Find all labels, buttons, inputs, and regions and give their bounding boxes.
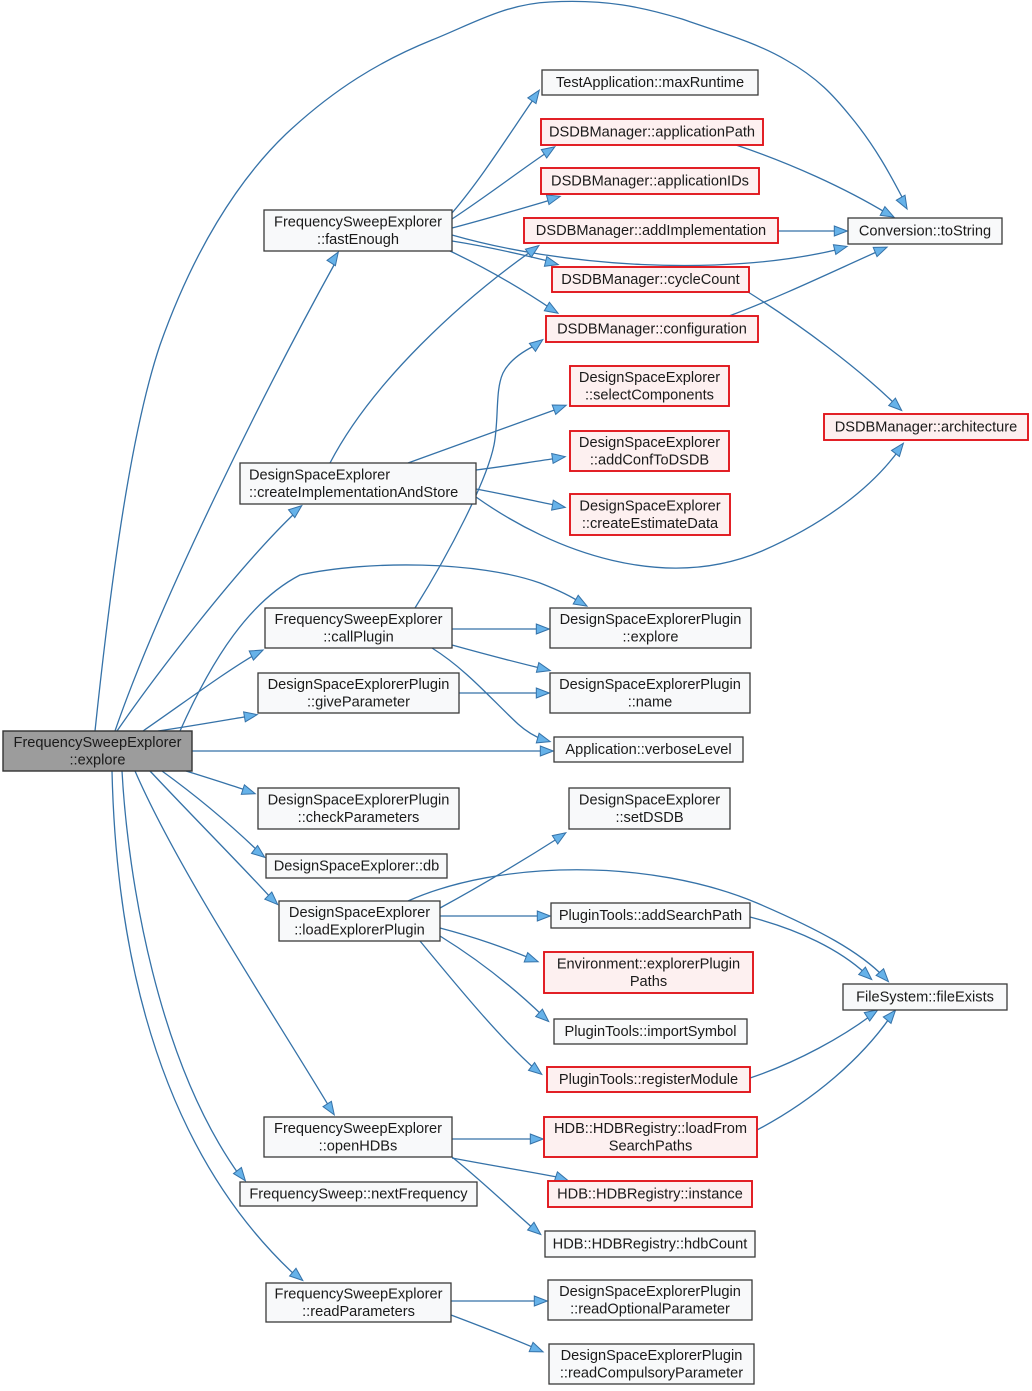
svg-text:DesignSpaceExplorer: DesignSpaceExplorer bbox=[579, 370, 720, 386]
svg-text:FrequencySweepExplorer: FrequencySweepExplorer bbox=[275, 612, 443, 628]
svg-text:DSDBManager::applicationIDs: DSDBManager::applicationIDs bbox=[551, 174, 749, 190]
svg-text:::addConfToDSDB: ::addConfToDSDB bbox=[590, 452, 709, 468]
svg-text:DesignSpaceExplorer: DesignSpaceExplorer bbox=[579, 435, 720, 451]
svg-text:PluginTools::addSearchPath: PluginTools::addSearchPath bbox=[559, 908, 742, 924]
svg-text:DSDBManager::cycleCount: DSDBManager::cycleCount bbox=[561, 272, 739, 288]
svg-text:FrequencySweepExplorer: FrequencySweepExplorer bbox=[14, 735, 182, 751]
svg-text:::selectComponents: ::selectComponents bbox=[585, 387, 714, 403]
svg-text:::explore: ::explore bbox=[623, 629, 679, 645]
svg-text:DesignSpaceExplorerPlugin: DesignSpaceExplorerPlugin bbox=[561, 1348, 743, 1364]
svg-text:DesignSpaceExplorer: DesignSpaceExplorer bbox=[289, 905, 430, 921]
svg-text:DSDBManager::applicationPath: DSDBManager::applicationPath bbox=[549, 125, 755, 141]
svg-text:DesignSpaceExplorerPlugin: DesignSpaceExplorerPlugin bbox=[559, 1284, 741, 1300]
svg-text:DesignSpaceExplorerPlugin: DesignSpaceExplorerPlugin bbox=[268, 793, 450, 809]
svg-text:DSDBManager::configuration: DSDBManager::configuration bbox=[557, 322, 747, 338]
svg-text:DSDBManager::addImplementation: DSDBManager::addImplementation bbox=[536, 223, 766, 239]
svg-text:::explore: ::explore bbox=[70, 752, 126, 768]
svg-text:::readParameters: ::readParameters bbox=[302, 1304, 415, 1320]
svg-text:Paths: Paths bbox=[630, 974, 667, 990]
svg-text:Environment::explorerPlugin: Environment::explorerPlugin bbox=[557, 957, 740, 973]
svg-text:::callPlugin: ::callPlugin bbox=[323, 629, 394, 645]
svg-text:FileSystem::fileExists: FileSystem::fileExists bbox=[856, 990, 994, 1006]
svg-text:::readCompulsoryParameter: ::readCompulsoryParameter bbox=[560, 1365, 743, 1381]
svg-text:TestApplication::maxRuntime: TestApplication::maxRuntime bbox=[556, 75, 744, 91]
svg-text:::createEstimateData: ::createEstimateData bbox=[582, 516, 719, 532]
svg-text:SearchPaths: SearchPaths bbox=[609, 1138, 693, 1154]
svg-text:Conversion::toString: Conversion::toString bbox=[859, 224, 991, 240]
svg-text:DesignSpaceExplorerPlugin: DesignSpaceExplorerPlugin bbox=[268, 677, 450, 693]
svg-text:HDB::HDBRegistry::hdbCount: HDB::HDBRegistry::hdbCount bbox=[553, 1237, 748, 1253]
svg-text:FrequencySweepExplorer: FrequencySweepExplorer bbox=[274, 215, 442, 231]
svg-text:::setDSDB: ::setDSDB bbox=[615, 810, 683, 826]
svg-text:::giveParameter: ::giveParameter bbox=[307, 694, 410, 710]
svg-text:FrequencySweepExplorer: FrequencySweepExplorer bbox=[275, 1287, 443, 1303]
svg-text:DesignSpaceExplorerPlugin: DesignSpaceExplorerPlugin bbox=[560, 612, 742, 628]
svg-text:FrequencySweepExplorer: FrequencySweepExplorer bbox=[274, 1121, 442, 1137]
svg-text:DesignSpaceExplorer: DesignSpaceExplorer bbox=[249, 468, 390, 484]
svg-text:::createImplementationAndStore: ::createImplementationAndStore bbox=[249, 485, 458, 501]
svg-text:::checkParameters: ::checkParameters bbox=[298, 810, 420, 826]
svg-text:HDB::HDBRegistry::instance: HDB::HDBRegistry::instance bbox=[557, 1187, 743, 1203]
svg-text:HDB::HDBRegistry::loadFrom: HDB::HDBRegistry::loadFrom bbox=[554, 1121, 747, 1137]
svg-text:DSDBManager::architecture: DSDBManager::architecture bbox=[835, 420, 1018, 436]
svg-text:::readOptionalParameter: ::readOptionalParameter bbox=[570, 1301, 730, 1317]
svg-text:DesignSpaceExplorer: DesignSpaceExplorer bbox=[579, 793, 720, 809]
svg-text:::fastEnough: ::fastEnough bbox=[317, 232, 399, 248]
svg-text:PluginTools::importSymbol: PluginTools::importSymbol bbox=[565, 1024, 737, 1040]
svg-text:::loadExplorerPlugin: ::loadExplorerPlugin bbox=[294, 922, 425, 938]
svg-text:DesignSpaceExplorerPlugin: DesignSpaceExplorerPlugin bbox=[559, 677, 741, 693]
svg-text:DesignSpaceExplorer: DesignSpaceExplorer bbox=[579, 499, 720, 515]
svg-text:FrequencySweep::nextFrequency: FrequencySweep::nextFrequency bbox=[249, 1187, 468, 1203]
svg-text:Application::verboseLevel: Application::verboseLevel bbox=[565, 742, 731, 758]
svg-text:PluginTools::registerModule: PluginTools::registerModule bbox=[559, 1072, 738, 1088]
svg-text:::openHDBs: ::openHDBs bbox=[319, 1138, 398, 1154]
svg-text:DesignSpaceExplorer::db: DesignSpaceExplorer::db bbox=[274, 859, 440, 875]
svg-text:::name: ::name bbox=[628, 694, 673, 710]
